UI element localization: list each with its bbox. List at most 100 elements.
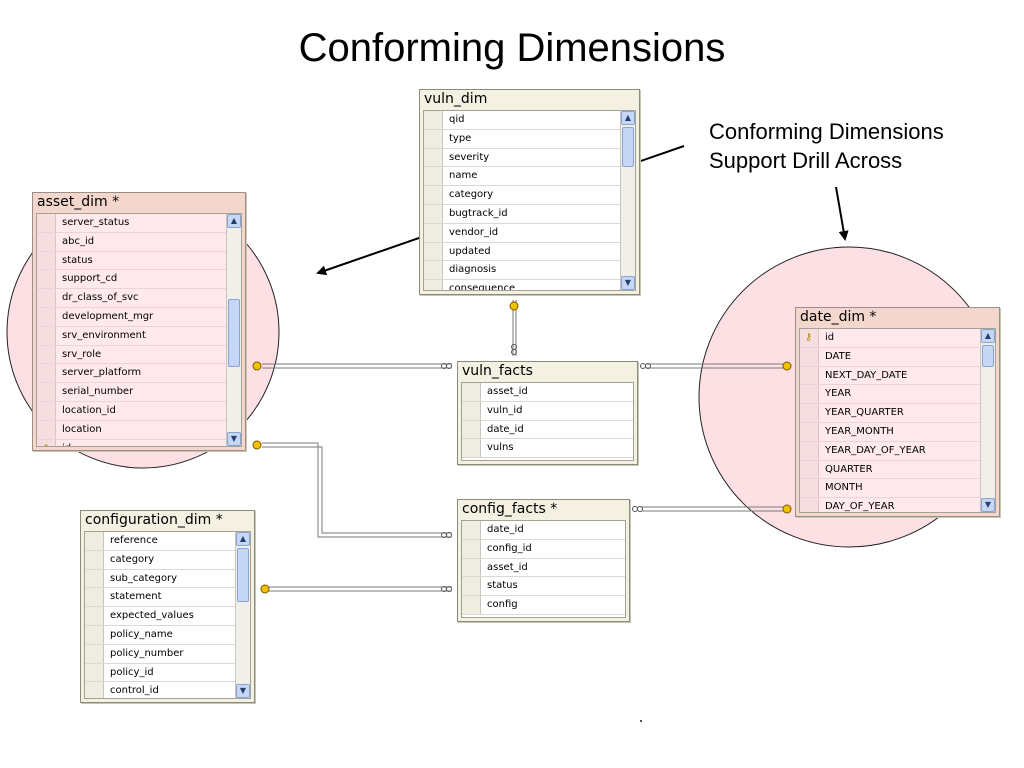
- row-selector[interactable]: [800, 422, 819, 441]
- column-row[interactable]: diagnosis: [424, 261, 621, 281]
- column-row[interactable]: server_platform: [37, 364, 227, 384]
- row-selector[interactable]: [37, 270, 56, 289]
- scroll-down-icon[interactable]: ▼: [981, 498, 995, 512]
- column-row[interactable]: updated: [424, 242, 621, 262]
- scroll-down-icon[interactable]: ▼: [621, 276, 635, 290]
- row-selector[interactable]: [37, 289, 56, 307]
- row-selector[interactable]: [800, 460, 819, 479]
- row-selector[interactable]: [800, 366, 819, 385]
- row-selector[interactable]: [424, 129, 443, 148]
- row-selector[interactable]: [37, 326, 56, 345]
- row-selector[interactable]: [37, 420, 56, 439]
- row-selector[interactable]: [462, 521, 481, 539]
- row-selector[interactable]: [424, 242, 443, 261]
- scroll-down-icon[interactable]: ▼: [227, 432, 241, 446]
- column-row[interactable]: name: [424, 167, 621, 187]
- row-selector[interactable]: [800, 479, 819, 498]
- column-row[interactable]: location_id: [37, 401, 227, 421]
- row-selector[interactable]: [462, 401, 481, 420]
- column-row[interactable]: serial_number: [37, 383, 227, 402]
- row-selector[interactable]: [37, 251, 56, 270]
- row-selector[interactable]: [462, 596, 481, 614]
- row-selector[interactable]: [424, 167, 443, 186]
- row-selector[interactable]: [424, 261, 443, 280]
- column-row[interactable]: policy_name: [85, 625, 236, 645]
- column-row[interactable]: type: [424, 129, 621, 149]
- row-selector[interactable]: [85, 607, 104, 625]
- row-selector[interactable]: [800, 347, 819, 366]
- column-row[interactable]: category: [85, 550, 236, 570]
- row-selector[interactable]: [800, 385, 819, 404]
- row-selector[interactable]: [85, 682, 104, 698]
- column-row[interactable]: YEAR: [800, 385, 981, 405]
- column-row[interactable]: severity: [424, 148, 621, 168]
- column-row[interactable]: YEAR_DAY_OF_YEAR: [800, 441, 981, 461]
- row-selector[interactable]: [37, 307, 56, 326]
- scroll-thumb[interactable]: [622, 127, 634, 167]
- row-selector[interactable]: [37, 232, 56, 251]
- column-row[interactable]: MONTH: [800, 479, 981, 499]
- column-row[interactable]: srv_role: [37, 345, 227, 365]
- column-row[interactable]: ⚷id: [800, 329, 981, 348]
- row-selector[interactable]: [800, 441, 819, 460]
- column-row[interactable]: location: [37, 420, 227, 440]
- row-selector[interactable]: [462, 383, 481, 401]
- column-row[interactable]: support_cd: [37, 270, 227, 290]
- row-selector[interactable]: [37, 345, 56, 364]
- table-date-dim[interactable]: date_dim * ⚷id DATE NEXT_DAY_DATE YEAR Y…: [795, 307, 1000, 517]
- scroll-thumb[interactable]: [228, 299, 240, 367]
- column-row[interactable]: asset_id: [462, 383, 633, 402]
- column-row[interactable]: policy_id: [85, 663, 236, 683]
- column-row[interactable]: vulns: [462, 439, 633, 459]
- column-row[interactable]: qid: [424, 111, 621, 130]
- column-row[interactable]: srv_environment: [37, 326, 227, 346]
- row-selector[interactable]: [85, 588, 104, 607]
- row-selector[interactable]: [462, 577, 481, 596]
- column-row[interactable]: date_id: [462, 420, 633, 440]
- row-selector[interactable]: [462, 439, 481, 458]
- vertical-scrollbar[interactable]: ▲ ▼: [235, 532, 250, 698]
- row-selector[interactable]: [424, 223, 443, 242]
- row-selector[interactable]: [800, 404, 819, 422]
- scroll-up-icon[interactable]: ▲: [981, 329, 995, 343]
- row-selector[interactable]: [424, 204, 443, 223]
- scroll-up-icon[interactable]: ▲: [236, 532, 250, 546]
- row-selector[interactable]: [85, 532, 104, 550]
- column-row[interactable]: policy_number: [85, 644, 236, 664]
- row-selector[interactable]: [85, 625, 104, 644]
- row-selector[interactable]: [462, 558, 481, 577]
- row-selector[interactable]: [424, 148, 443, 167]
- scroll-down-icon[interactable]: ▼: [236, 684, 250, 698]
- column-row[interactable]: date_id: [462, 521, 625, 540]
- column-row[interactable]: category: [424, 186, 621, 205]
- row-selector[interactable]: [462, 420, 481, 439]
- row-selector[interactable]: [37, 214, 56, 232]
- row-selector[interactable]: ⚷: [800, 329, 819, 347]
- table-vuln-dim[interactable]: vuln_dim qid type severity name category…: [419, 89, 640, 295]
- column-row[interactable]: vendor_id: [424, 223, 621, 243]
- table-config-facts[interactable]: config_facts * date_id config_id asset_i…: [457, 499, 630, 622]
- scroll-thumb[interactable]: [237, 548, 249, 602]
- column-row[interactable]: status: [37, 251, 227, 271]
- row-selector[interactable]: [37, 401, 56, 420]
- table-asset-dim[interactable]: asset_dim * server_status abc_id status …: [32, 192, 246, 451]
- row-selector[interactable]: [85, 550, 104, 569]
- scroll-up-icon[interactable]: ▲: [621, 111, 635, 125]
- column-row[interactable]: development_mgr: [37, 307, 227, 327]
- column-row[interactable]: YEAR_MONTH: [800, 422, 981, 442]
- column-row[interactable]: DAY_OF_YEAR: [800, 498, 981, 512]
- row-selector[interactable]: [85, 569, 104, 588]
- vertical-scrollbar[interactable]: ▲ ▼: [620, 111, 635, 290]
- table-vuln-facts[interactable]: vuln_facts asset_id vuln_id date_id vuln…: [457, 361, 638, 465]
- row-selector[interactable]: [37, 364, 56, 383]
- column-row[interactable]: asset_id: [462, 558, 625, 578]
- column-row[interactable]: consequence: [424, 280, 621, 290]
- column-row[interactable]: status: [462, 577, 625, 597]
- column-row[interactable]: reference: [85, 532, 236, 551]
- table-configuration-dim[interactable]: configuration_dim * reference category s…: [80, 510, 255, 703]
- column-row[interactable]: NEXT_DAY_DATE: [800, 366, 981, 386]
- column-row[interactable]: DATE: [800, 347, 981, 367]
- column-row[interactable]: vuln_id: [462, 401, 633, 421]
- column-row[interactable]: statement: [85, 588, 236, 608]
- vertical-scrollbar[interactable]: ▲ ▼: [980, 329, 995, 512]
